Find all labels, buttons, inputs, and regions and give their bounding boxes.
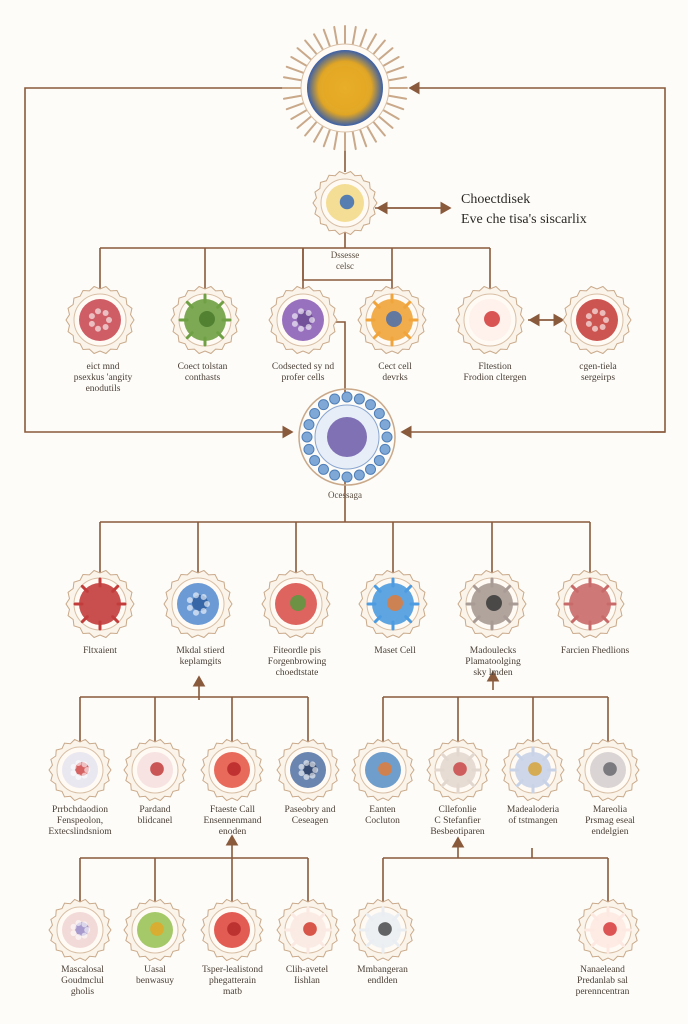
row1-cell-4 — [357, 285, 427, 355]
row2-cell-4 — [358, 569, 428, 639]
row4-label-3: Tsper-lealistond phegatterain matb — [202, 965, 263, 997]
row2-cell-2 — [163, 569, 233, 639]
side-note: Choectdisek Eve che tisa's siscarlix — [461, 192, 587, 227]
row4-label-4: Clih-avetel Iishlan — [285, 965, 329, 986]
row1-label-4: Cect cell devrks — [378, 362, 412, 383]
row1-cell-3 — [268, 285, 338, 355]
row1-label-3: Codsected sy nd profer cells — [271, 362, 335, 383]
row4-cell-6 — [576, 898, 640, 962]
row1-label-2: Coect tolstan conthasts — [177, 362, 228, 383]
row1-label-6: cgen-tiela sergeirps — [579, 362, 617, 383]
row1-cell-6 — [562, 285, 632, 355]
row2-cell-6 — [555, 569, 625, 639]
row4-label-6: Nanaeleand Predanlab sal perenncentran — [575, 965, 630, 997]
row3-label-5: Eanten Cocluton — [365, 805, 400, 826]
hub1-label: Dssesse celsc — [330, 250, 360, 271]
row3-cell-2 — [123, 738, 187, 802]
row4-label-2: Uasal benwasuy — [136, 965, 174, 986]
hub2-cell — [298, 388, 396, 486]
row3-cell-1 — [48, 738, 112, 802]
row4-label-1: Mascalosal Goudmclul gholis — [61, 965, 104, 997]
row3-label-7: Madealoderia of tstmangen — [506, 805, 560, 826]
row1-cell-2 — [170, 285, 240, 355]
row2-label-3: Fiteordle pis Forgenbrowing choedtstate — [267, 646, 327, 678]
row3-cell-8 — [576, 738, 640, 802]
row4-label-5: Mmbangeran endlden — [357, 965, 408, 986]
row4-cell-1 — [48, 898, 112, 962]
row4-cell-2 — [123, 898, 187, 962]
hub2-label: Ocessaga — [328, 490, 362, 500]
row3-label-3: Ftaeste Call Ensennenmand enoden — [203, 805, 262, 837]
row3-cell-4 — [276, 738, 340, 802]
row2-cell-3 — [261, 569, 331, 639]
row3-cell-6 — [426, 738, 490, 802]
row2-label-4: Maset Cell — [374, 646, 416, 656]
row2-label-2: Mkdal stierd keplamgits — [176, 646, 225, 667]
row1-cell-1 — [65, 285, 135, 355]
row2-cell-5 — [457, 569, 527, 639]
row3-label-4: Paseobry and Ceseagen — [284, 805, 336, 826]
row3-cell-3 — [200, 738, 264, 802]
row3-label-6: Cllefonlie C Stefanfier Besbeotiparen — [430, 805, 485, 837]
hub1-cell — [312, 170, 378, 236]
row4-cell-5 — [351, 898, 415, 962]
row3-cell-7 — [501, 738, 565, 802]
row1-cell-5 — [455, 285, 525, 355]
row1-label-1: eict mnd psexkus 'angity enodutils — [73, 362, 133, 394]
row2-label-6: Farcien Fhedlions — [560, 646, 630, 656]
row4-cell-4 — [276, 898, 340, 962]
row4-cell-3 — [200, 898, 264, 962]
row2-label-5: Madoulecks Plamatoolging sky lmden — [465, 646, 521, 678]
top-stem-cell — [282, 25, 408, 151]
row2-cell-1 — [65, 569, 135, 639]
row3-label-8: Mareolia Prsmag eseal endelgien — [585, 805, 635, 837]
row2-label-1: Fltxaient — [83, 646, 117, 656]
row3-label-1: Prrbchdaodion Fenspeolon, Extecslindsnio… — [48, 805, 112, 837]
row3-cell-5 — [351, 738, 415, 802]
row3-label-2: Pardand blidcanel — [137, 805, 173, 826]
row1-label-5: Fltestion Frodion cltergen — [463, 362, 527, 383]
